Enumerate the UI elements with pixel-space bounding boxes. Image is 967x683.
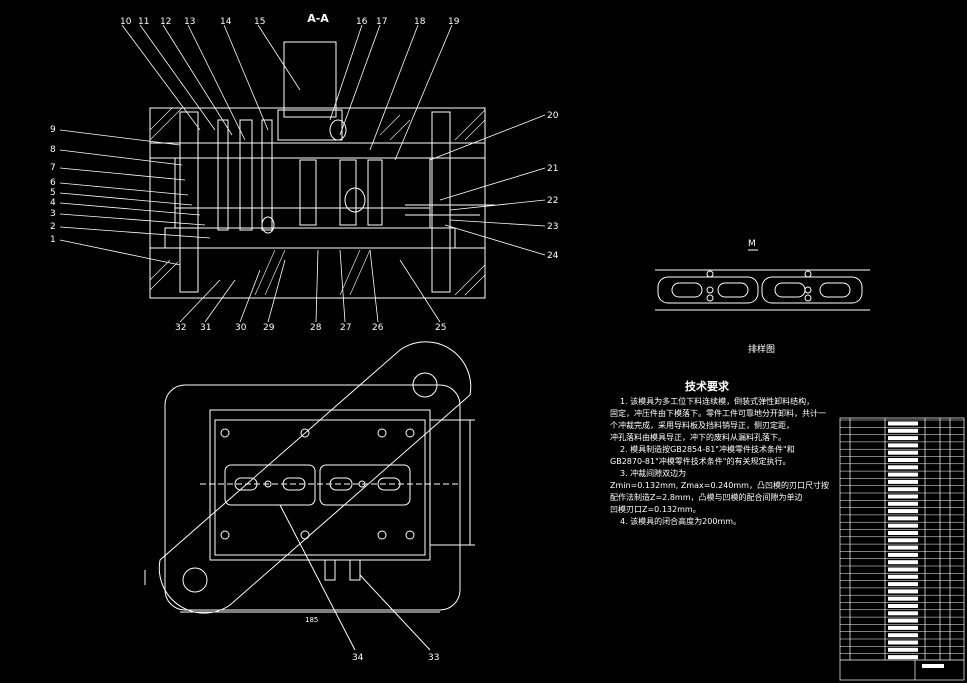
strip-layout <box>655 249 870 311</box>
tech-line: 冲孔落料由模具导正，冲下的废料从漏料孔落下。 <box>610 432 786 442</box>
table-cell-mark <box>888 647 918 652</box>
part-label: 25 <box>435 323 446 333</box>
title-block-mark <box>922 664 944 668</box>
table-cell-mark <box>888 545 918 550</box>
table-cell-mark <box>888 611 918 616</box>
table-cell-mark <box>888 618 918 623</box>
tech-line: Zmin=0.132mm, Zmax=0.240mm，凸凹模的刃口尺寸按 <box>610 480 829 490</box>
tech-line: 1. 该模具为多工位下料连续模，倒装式弹性卸料结构， <box>620 396 814 406</box>
tech-line: 固定，冲压件由下模落下。零件工件可靠地分开卸料，共计一 <box>610 408 826 418</box>
part-label: 16 <box>356 17 368 27</box>
part-label: 14 <box>220 17 232 27</box>
table-cell-mark <box>888 560 918 565</box>
table-cell-mark <box>888 458 918 462</box>
plan-view <box>144 341 475 651</box>
table-cell-mark <box>888 479 918 484</box>
table-cell-mark <box>888 625 918 630</box>
part-label: 28 <box>310 323 322 333</box>
table-cell-mark <box>888 589 918 594</box>
table-cell-mark <box>888 596 918 601</box>
tech-line: 个冲裁完成，采用导料板及挡料销导正，侧刃定距， <box>610 420 794 430</box>
view-label-m: M <box>748 239 756 249</box>
part-label: 18 <box>414 17 426 27</box>
table-cell-mark <box>888 436 918 441</box>
part-label: 9 <box>50 125 56 135</box>
part-label: 20 <box>547 111 559 121</box>
tech-notes: 1. 该模具为多工位下料连续模，倒装式弹性卸料结构， 固定，冲压件由下模落下。零… <box>610 396 829 526</box>
part-label: 5 <box>50 188 56 198</box>
part-label: 23 <box>547 222 558 232</box>
section-view <box>149 41 495 299</box>
part-label: 10 <box>120 17 132 27</box>
leader-lines <box>59 24 546 323</box>
part-label: 12 <box>160 17 171 27</box>
table-cell-mark <box>888 428 918 433</box>
tech-line: 凹模刃口Z=0.132mm。 <box>610 504 701 514</box>
parts-list-table <box>839 417 965 681</box>
tech-line: 3. 冲裁间隙双边为 <box>620 468 686 478</box>
part-label: 30 <box>235 323 247 333</box>
part-label: 8 <box>50 145 56 155</box>
part-label: 32 <box>175 323 186 333</box>
table-cell-mark <box>888 655 918 660</box>
section-label: A-A <box>307 12 329 25</box>
tech-title: 技术要求 <box>685 379 730 393</box>
part-label: 1 <box>50 235 56 245</box>
tech-line: 4. 该模具的闭合高度为200mm。 <box>620 516 741 526</box>
part-label: 17 <box>376 17 387 27</box>
part-label: 26 <box>372 323 384 333</box>
tech-line: 2. 模具制造按GB2854-81"冲模零件技术条件"和 <box>620 444 795 454</box>
tech-line: 配作法制造Z=2.8mm，凸模与凹模的配合间隙为单边 <box>610 492 803 502</box>
table-cell-mark <box>888 552 918 557</box>
part-label: 15 <box>254 17 265 27</box>
table-cell-mark <box>888 465 918 470</box>
part-labels-left: 9 8 7 6 5 4 3 2 1 <box>50 125 56 245</box>
part-labels-bottom: 32 31 30 29 28 27 26 25 <box>175 323 446 333</box>
table-cell-mark <box>888 523 918 528</box>
strip-caption: 排样图 <box>748 343 775 355</box>
part-label: 4 <box>50 198 56 208</box>
table-cell-mark <box>888 487 918 492</box>
part-label: 6 <box>50 178 56 188</box>
table-cell-mark <box>888 450 918 455</box>
part-label: 3 <box>50 209 56 219</box>
table-cell-mark <box>888 538 918 543</box>
table-cell-mark <box>888 640 918 645</box>
table-rows <box>840 419 964 660</box>
plan-dim-bottom: 185 <box>305 616 318 624</box>
table-cell-mark <box>888 574 918 579</box>
table-cell-mark <box>888 472 918 477</box>
part-labels-right: 20 21 22 23 24 <box>547 111 559 261</box>
part-label: 11 <box>138 17 149 27</box>
part-label: 19 <box>448 17 460 27</box>
table-cell-mark <box>888 633 918 638</box>
table-cell-mark <box>888 509 918 514</box>
part-labels-top: 10 11 12 13 14 15 16 17 18 19 <box>120 17 460 27</box>
table-cell-mark <box>888 443 918 448</box>
part-label: 34 <box>352 653 364 663</box>
part-label: 13 <box>184 17 195 27</box>
part-label: 24 <box>547 251 559 261</box>
part-label: 31 <box>200 323 211 333</box>
part-label: 27 <box>340 323 351 333</box>
part-label: 2 <box>50 222 56 232</box>
table-cell-mark <box>888 494 918 499</box>
table-cell-mark <box>888 516 918 521</box>
part-label: 33 <box>428 653 439 663</box>
part-label: 22 <box>547 196 558 206</box>
part-label: 29 <box>263 323 275 333</box>
table-cell-mark <box>888 501 918 506</box>
part-label: 7 <box>50 163 56 173</box>
part-label: 21 <box>547 164 558 174</box>
tech-line: GB2870-81"冲模零件技术条件"的有关规定执行。 <box>610 456 790 466</box>
table-cell-mark <box>888 582 918 587</box>
table-cell-mark <box>888 604 918 608</box>
table-cell-mark <box>888 421 918 426</box>
table-cell-mark <box>888 567 918 572</box>
table-cell-mark <box>888 531 918 535</box>
